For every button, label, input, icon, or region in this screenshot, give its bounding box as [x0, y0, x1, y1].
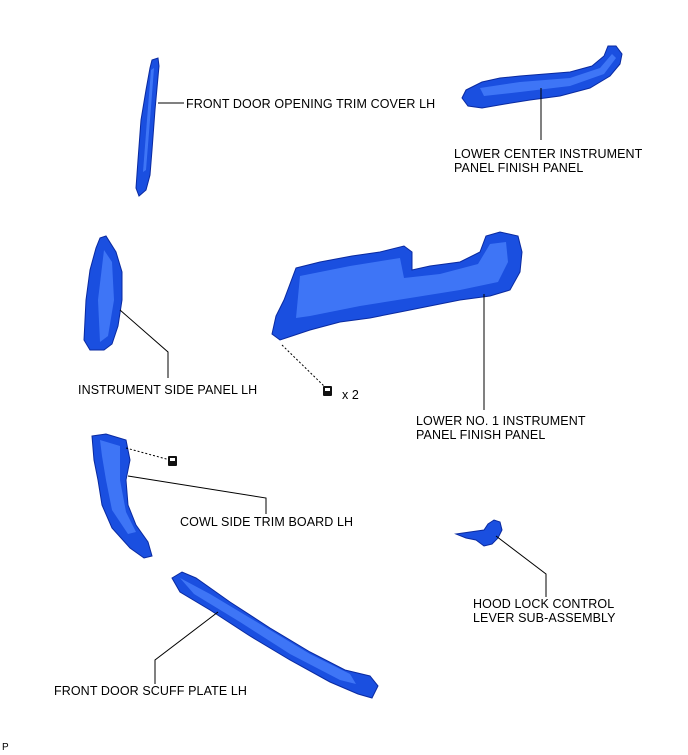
screw-icon	[323, 386, 332, 396]
front-door-opening-trim-cover-part	[135, 57, 160, 197]
label-lower-center-panel-line1: LOWER CENTER INSTRUMENT	[454, 147, 643, 161]
lower-no1-instrument-panel-finish-panel-part	[271, 231, 523, 341]
leader-instrument-side-panel	[119, 309, 169, 378]
label-lower-no1-panel-line1: LOWER NO. 1 INSTRUMENT	[416, 414, 586, 428]
corner-mark: P	[2, 742, 9, 753]
hood-lock-control-lever-part	[454, 519, 503, 547]
instrument-side-panel-part	[83, 235, 123, 351]
label-lower-center-panel-line2: PANEL FINISH PANEL	[454, 161, 584, 175]
label-front-door-scuff-plate: FRONT DOOR SCUFF PLATE LH	[54, 684, 248, 698]
front-door-scuff-plate-part	[171, 571, 379, 699]
lower-center-instrument-panel-finish-panel-part	[461, 45, 623, 109]
cowl-side-trim-board-part	[91, 433, 153, 559]
label-hood-lock-line2: LEVER SUB-ASSEMBLY	[473, 611, 616, 625]
leader-cowl-side-trim	[127, 475, 267, 514]
clip-dash-line	[125, 447, 171, 461]
label-lower-no1-panel-line2: PANEL FINISH PANEL	[416, 428, 546, 442]
leader-front-door-scuff	[154, 611, 219, 684]
leader-hood-lock	[495, 535, 547, 597]
label-screw-quantity: x 2	[342, 388, 359, 402]
label-hood-lock-line1: HOOD LOCK CONTROL	[473, 597, 615, 611]
label-instrument-side-panel: INSTRUMENT SIDE PANEL LH	[78, 383, 258, 397]
label-front-door-opening-trim-cover: FRONT DOOR OPENING TRIM COVER LH	[186, 97, 436, 111]
screw-dash-line	[281, 344, 327, 389]
label-cowl-side-trim: COWL SIDE TRIM BOARD LH	[180, 515, 354, 529]
clip-icon	[168, 456, 177, 466]
